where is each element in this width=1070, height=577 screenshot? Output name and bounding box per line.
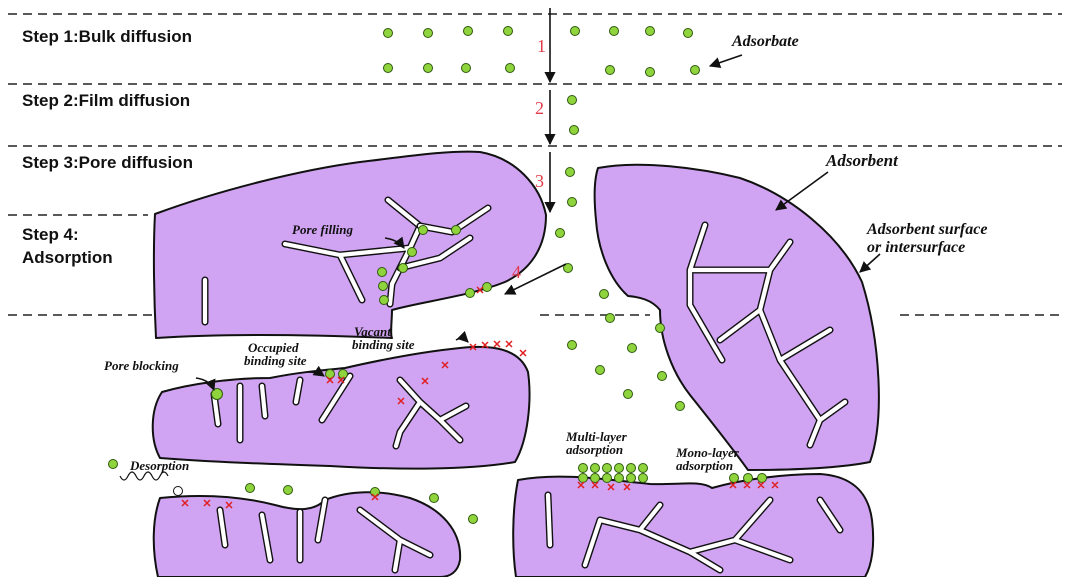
adsorbate-label: Adsorbate: [731, 33, 799, 50]
step-4-sublabel: Adsorption: [22, 248, 113, 267]
adsorbent-particle-bottom-left: [154, 492, 460, 577]
arrow-number-3: 3: [535, 171, 544, 191]
step-2-label: Step 2:Film diffusion: [22, 91, 190, 110]
desorption-label: Desorption: [129, 458, 189, 473]
multilayer-sublabel: adsorption: [566, 442, 623, 457]
adsorbent-particle-upper-left: [154, 152, 546, 338]
adsorbent-particle-middle: [153, 347, 530, 469]
arrow-number-4: 4: [512, 262, 521, 282]
adsorbent-particle-bottom-right: [513, 474, 873, 577]
vacant-site-sublabel: binding site: [352, 337, 415, 352]
step-4-label: Step 4:: [22, 225, 79, 244]
step-3-label: Step 3:Pore diffusion: [22, 153, 193, 172]
occupied-site-sublabel: binding site: [244, 353, 307, 368]
arrow-number-2: 2: [535, 98, 544, 118]
pore-blocking-label: Pore blocking: [104, 358, 179, 373]
monolayer-sublabel: adsorption: [676, 458, 733, 473]
desorption-trail: [120, 472, 183, 496]
pore-filling-label: Pore filling: [292, 222, 354, 237]
intersurface-label: or intersurface: [867, 239, 965, 256]
adsorbent-particle-right: [595, 165, 879, 470]
adsorbent-surface-label: Adsorbent surface: [866, 221, 987, 238]
step-1-label: Step 1:Bulk diffusion: [22, 27, 192, 46]
adsorbent-label: Adsorbent: [825, 151, 899, 170]
arrow-number-1: 1: [537, 36, 546, 56]
